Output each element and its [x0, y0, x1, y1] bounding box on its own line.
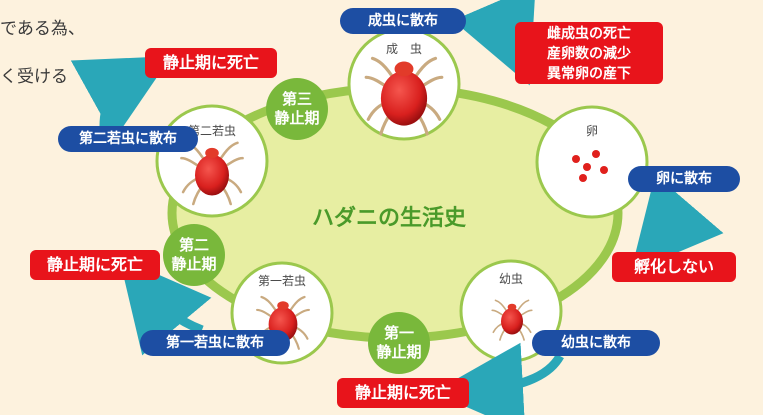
- arrow-egg-effect: [630, 174, 724, 273]
- stage-label-first-nymph: 第一若虫: [257, 274, 306, 288]
- spray-egg-pill: 卵に散布: [628, 166, 740, 192]
- spray-adult-pill: 成虫に散布: [340, 8, 466, 34]
- stage-label-larva: 幼虫: [498, 272, 523, 286]
- intro-line-1: である為、: [0, 19, 85, 39]
- arrow-first-nymph-effect: [119, 257, 212, 356]
- arrow-second-nymph-effect: [70, 56, 172, 140]
- second-nymph-mite-icon: [180, 141, 244, 206]
- diagram-title: ハダニの生活史: [312, 206, 467, 231]
- effect-egg-box: 孵化しない: [612, 252, 736, 282]
- resting-stage-second: 第二 静止期: [163, 224, 225, 286]
- spray-larva-pill: 幼虫に散布: [532, 330, 660, 356]
- stage-label-egg: 卵: [585, 124, 598, 138]
- arrow-larva-effect: [433, 342, 564, 415]
- stage-label-second-nymph: 第二若虫: [187, 124, 236, 138]
- effect-death-left-box: 静止期に死亡: [30, 250, 160, 280]
- effect-adult-box: 雌成虫の死亡 産卵数の減少 異常卵の産下: [515, 22, 663, 84]
- adult-mite-icon: [364, 56, 444, 136]
- eggs-icon: [572, 150, 608, 182]
- spray-first-nymph-pill: 第一若虫に散布: [140, 330, 290, 356]
- larva-mite-icon: [491, 299, 533, 341]
- spray-second-nymph-pill: 第二若虫に散布: [58, 126, 198, 152]
- intro-line-2: く受ける: [0, 67, 68, 87]
- effect-death-top-box: 静止期に死亡: [145, 48, 277, 78]
- resting-stage-first: 第一 静止期: [368, 312, 430, 374]
- egg-stage-circle: [535, 105, 649, 219]
- stage-label-adult: 成 虫: [385, 42, 422, 56]
- arrow-adult-effect: [452, 0, 536, 86]
- resting-stage-third: 第三 静止期: [266, 78, 328, 140]
- effect-death-bottom-box: 静止期に死亡: [337, 378, 469, 408]
